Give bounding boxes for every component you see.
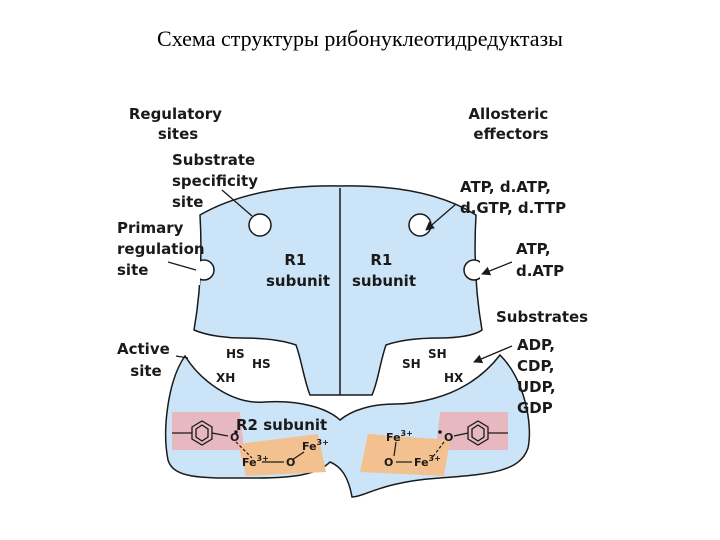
effectors-list-1: ATP, d.ATP, d.GTP, d.TTP (460, 178, 566, 217)
primary-pointer (167, 261, 197, 271)
regulatory-sites-label: Regulatory sites (129, 105, 227, 143)
oxygen-right: O (384, 456, 393, 469)
allosteric-effectors-label: Allosteric effectors (468, 105, 553, 143)
effectors-list-2: ATP, d.ATP (516, 240, 564, 280)
primary-regulation-label: Primary regulation site (117, 219, 210, 279)
substrates-title: Substrates (496, 308, 588, 326)
r1-left-label: R1 subunit (266, 251, 330, 290)
iron-center-right (360, 434, 450, 476)
oxygen-left: O (286, 456, 295, 469)
substrates-arrow (473, 345, 513, 364)
radical-oxygen-left: O (230, 431, 239, 444)
effectors-arrow-1 (425, 203, 457, 231)
sh-group-2: SH (402, 357, 421, 371)
fe-atom-left-1: Fe3+ (242, 454, 269, 469)
tyrosine-ring-left (172, 420, 229, 446)
fe-atom-right-1: Fe3+ (386, 429, 413, 444)
active-site-pointer (175, 355, 189, 359)
tyrosine-ring-right (453, 420, 508, 446)
sh-group-1: SH (428, 347, 447, 361)
xh-group: XH (216, 371, 235, 385)
hs-group-1: HS (226, 347, 245, 361)
r1-subunits-shape (193, 185, 483, 396)
hs-group-2: HS (252, 357, 271, 371)
iron-center-left (238, 434, 326, 476)
radical-oxygen-right: O (444, 431, 453, 444)
hx-group: HX (444, 371, 464, 385)
r2-subunit-label: R2 subunit (236, 416, 327, 434)
specificity-site-left (248, 213, 272, 237)
effectors-arrow-2 (481, 261, 513, 276)
substrates-list: ADP, CDP, UDP, GDP (517, 336, 561, 417)
page-title: Схема структуры рибонуклеотидредуктазы (157, 26, 563, 51)
specificity-site-right (408, 213, 432, 237)
fe-atom-left-2: Fe3+ (302, 438, 329, 453)
fe-atom-right-2: Fe3+ (414, 454, 441, 469)
specificity-pointer (221, 189, 253, 217)
active-site-label: Active site (117, 340, 175, 380)
r1-right-label: R1 subunit (352, 251, 416, 290)
substrate-specificity-label: Substrate specificity site (172, 151, 263, 211)
